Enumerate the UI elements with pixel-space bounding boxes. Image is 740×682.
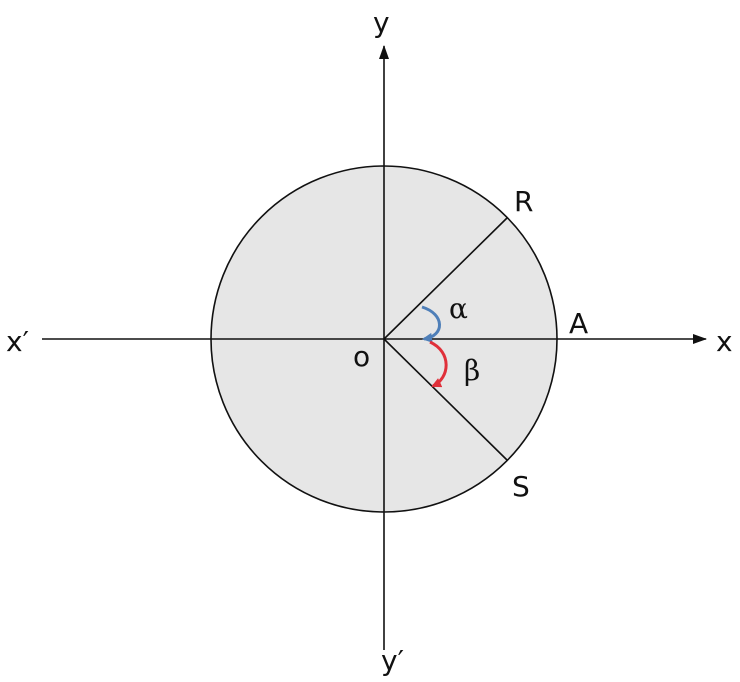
label-x-prime: x′ — [6, 325, 29, 358]
alpha-angle-arrow — [421, 305, 441, 343]
radius-or — [383, 217, 508, 340]
label-point-s: S — [512, 470, 530, 503]
label-point-a: A — [569, 307, 588, 340]
beta-angle-arrow — [429, 340, 448, 388]
label-beta: β — [464, 354, 480, 387]
label-y: y — [373, 6, 390, 39]
label-origin: o — [353, 340, 370, 373]
label-point-r: R — [514, 185, 533, 218]
label-alpha: α — [449, 292, 468, 325]
label-y-prime: y′ — [381, 644, 404, 677]
label-x: x — [716, 325, 733, 358]
radius-os — [383, 338, 508, 461]
